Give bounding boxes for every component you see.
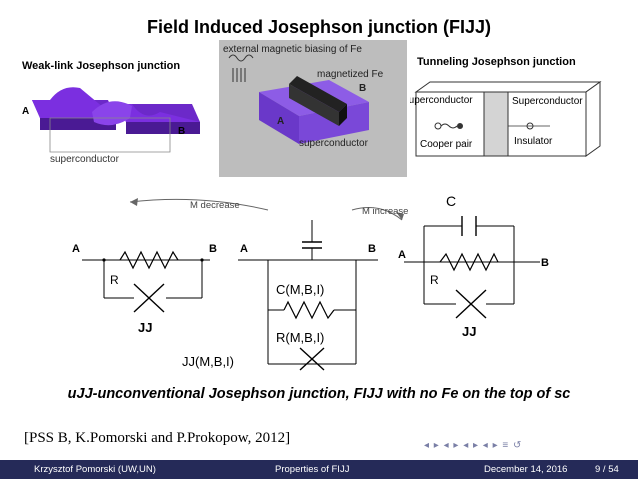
left-label-a: A bbox=[72, 243, 80, 255]
photo-caption-fe: magnetized Fe bbox=[317, 69, 384, 80]
conclusion-text: uJJ-unconventional Josephson junction, F… bbox=[67, 386, 571, 402]
m-decrease-label: M decrease bbox=[190, 200, 240, 211]
citation: [PSS B, K.Pomorski and P.Prokopow, 2012] bbox=[24, 430, 291, 446]
center-label-b: B bbox=[368, 243, 376, 255]
tunnel-sc-right: Superconductor bbox=[512, 96, 583, 107]
center-label-r: R(M,B,I) bbox=[276, 330, 324, 345]
center-label-a: A bbox=[240, 243, 248, 255]
fijj-photo: external magnetic biasing of Fe magnetiz… bbox=[219, 40, 407, 177]
left-label-b: B bbox=[209, 243, 217, 255]
tunnel-cooper: Cooper pair bbox=[420, 139, 473, 150]
footer-page: 9 / 54 bbox=[595, 464, 619, 475]
m-increase-label: M increase bbox=[362, 206, 408, 217]
circuit-diagrams: M decrease M increase A B R JJ A B C(M,B… bbox=[72, 193, 549, 371]
right-label-c: C bbox=[446, 193, 456, 209]
right-label-a: A bbox=[398, 249, 406, 261]
right-label-jj: JJ bbox=[462, 324, 476, 339]
weak-link-label-b: B bbox=[178, 126, 185, 137]
weak-link-title: Weak-link Josephson junction bbox=[22, 60, 181, 72]
beamer-nav-icons[interactable]: ◂ ▸ ◂ ▸ ◂ ▸ ◂ ▸ ≡ ↺ bbox=[424, 440, 523, 451]
photo-label-b: B bbox=[359, 83, 367, 94]
footer-author: Krzysztof Pomorski (UW,UN) bbox=[34, 464, 156, 475]
photo-label-a: A bbox=[277, 116, 285, 127]
right-label-r: R bbox=[430, 273, 439, 287]
weak-link-label-a: A bbox=[22, 106, 29, 117]
weak-link-caption: superconductor bbox=[50, 154, 120, 165]
photo-caption-sc: superconductor bbox=[299, 138, 368, 149]
tunneling-diagram: Superconductor Superconductor Cooper pai… bbox=[410, 81, 602, 157]
footer-bar: Krzysztof Pomorski (UW,UN) Properties of… bbox=[0, 460, 638, 479]
tunnel-insulator: Insulator bbox=[514, 136, 553, 147]
tunnel-sc-left: Superconductor bbox=[410, 95, 473, 106]
center-label-c: C(M,B,I) bbox=[276, 282, 324, 297]
center-label-jj: JJ(M,B,I) bbox=[182, 354, 234, 369]
photo-caption-top: external magnetic biasing of Fe bbox=[223, 44, 362, 55]
slide-title: Field Induced Josephson junction (FIJJ) bbox=[146, 17, 492, 37]
left-label-jj: JJ bbox=[138, 320, 152, 335]
footer-date: December 14, 2016 bbox=[484, 464, 568, 475]
tunneling-title: Tunneling Josephson junction bbox=[417, 56, 576, 68]
right-label-b: B bbox=[541, 257, 549, 269]
footer-talk: Properties of FIJJ bbox=[275, 464, 350, 475]
left-label-r: R bbox=[110, 273, 119, 287]
weak-link-diagram: A B superconductor bbox=[22, 87, 200, 165]
